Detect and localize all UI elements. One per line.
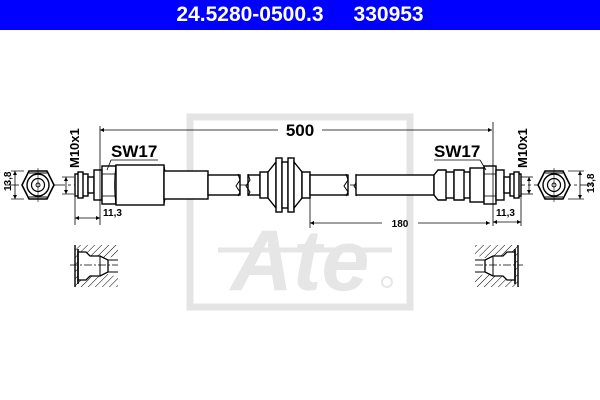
left-thread-label: M10x1 xyxy=(67,128,82,168)
right-port-section xyxy=(475,245,523,287)
technical-drawing: Ate 13,8 M10x1 SW xyxy=(3,113,597,311)
hose-body xyxy=(207,157,435,213)
right-hex-width-label: 13,8 xyxy=(586,173,597,193)
article-number: 330953 xyxy=(353,3,424,26)
right-wrench-size-label: SW17 xyxy=(434,142,480,161)
part-number: 24.5280-0500.3 xyxy=(176,3,324,26)
right-hex-end-view: 13,8 xyxy=(537,168,597,202)
right-thread-dimension: M10x1 xyxy=(515,128,533,195)
ate-watermark: Ate xyxy=(186,113,414,311)
right-fitting-length-label: 11,3 xyxy=(496,208,515,219)
left-hex-end-view: 13,8 xyxy=(3,168,55,202)
left-fitting xyxy=(74,164,209,206)
right-fitting xyxy=(433,165,522,205)
left-wrench-size-label: SW17 xyxy=(111,142,157,161)
left-hex-width-label: 13,8 xyxy=(3,171,14,191)
title-bar: 24.5280-0500.3 330953 xyxy=(0,0,600,30)
overall-length-dimension: 500 xyxy=(100,121,492,140)
left-fitting-length-label: 11,3 xyxy=(103,208,122,219)
overall-length-label: 500 xyxy=(286,121,314,140)
right-thread-label: M10x1 xyxy=(515,128,530,168)
inner-length-label: 180 xyxy=(392,219,409,230)
left-thread-dimension: M10x1 xyxy=(62,128,82,195)
left-port-section xyxy=(70,245,118,287)
inner-length-dimension: 180 xyxy=(309,195,490,230)
watermark-logo-text: Ate xyxy=(229,213,370,309)
